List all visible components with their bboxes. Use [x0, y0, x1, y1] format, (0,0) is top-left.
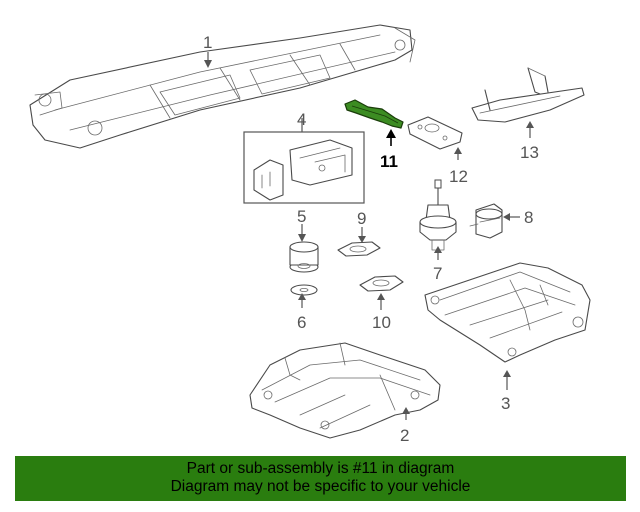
- callout-1: 1: [203, 33, 212, 52]
- callout-9: 9: [357, 209, 366, 228]
- crossmember-part-11: [344, 99, 404, 129]
- subframe-part-3: [424, 262, 591, 363]
- subframe-part-2: [249, 342, 441, 439]
- callout-2: 2: [400, 426, 409, 445]
- callout-10: 10: [372, 313, 391, 332]
- engine-mount-part-7: [419, 179, 457, 251]
- callout-12: 12: [449, 167, 468, 186]
- banner-line-2: Diagram may not be specific to your vehi…: [170, 478, 471, 495]
- callout-leaders: [204, 52, 534, 420]
- callout-11: 11: [380, 152, 398, 171]
- callout-4: 4: [297, 110, 306, 129]
- callout-7: 7: [433, 264, 442, 283]
- bracket-inset-part-4: [243, 131, 365, 204]
- parts-diagram: 1 4 5 6 9 10 7 8 12 13 3 2 11: [29, 24, 591, 445]
- gasket-part-10: [359, 275, 404, 292]
- mount-bushing-part-5: [289, 241, 319, 273]
- frame-assembly: [29, 24, 416, 149]
- skid-plate-part-13: [471, 67, 585, 123]
- body-mount-part-8: [469, 203, 503, 239]
- info-banner: Part or sub-assembly is #11 in diagram D…: [15, 456, 626, 501]
- callout-3: 3: [501, 394, 510, 413]
- callout-13: 13: [520, 143, 539, 162]
- callout-8: 8: [524, 208, 533, 227]
- callout-5: 5: [297, 207, 306, 226]
- mount-bracket-part-12: [407, 116, 463, 150]
- callout-labels: 1 4 5 6 9 10 7 8 12 13 3 2 11: [203, 33, 539, 445]
- gasket-part-9: [337, 241, 381, 257]
- washer-part-6: [290, 284, 318, 296]
- callout-6: 6: [297, 313, 306, 332]
- banner-line-1: Part or sub-assembly is #11 in diagram: [186, 460, 455, 477]
